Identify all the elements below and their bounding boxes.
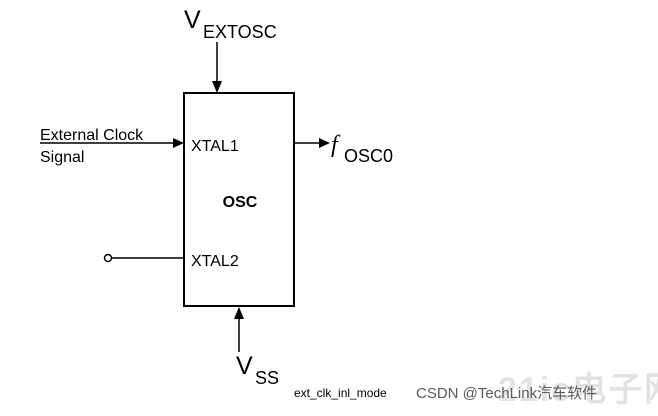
vextosc-arrowhead [212,81,222,93]
block-label: OSC [223,194,258,211]
input-label-line2: Signal [40,149,84,166]
figure-caption: ext_clk_inl_mode [294,386,387,400]
output-sub: OSC0 [344,146,393,166]
supply-top-sub: EXTOSC [203,22,277,42]
watermark-logo: 21ic电子网 [498,371,658,409]
watermark-text: CSDN @TechLink汽车软件 [416,385,598,402]
pin-xtal1: XTAL1 [191,138,239,155]
input-label-line1: External Clock [40,127,144,144]
output-arrowhead [319,138,330,148]
input-arrowhead [173,138,184,148]
osc-block [183,92,295,307]
supply-bottom-main: V [236,352,253,380]
pin-xtal2: XTAL2 [191,253,239,270]
supply-bottom-sub: SS [255,368,279,388]
output-main: f [331,132,341,158]
supply-top-main: V [184,6,201,34]
vss-arrowhead [234,307,244,319]
xtal2-terminal [103,253,113,263]
